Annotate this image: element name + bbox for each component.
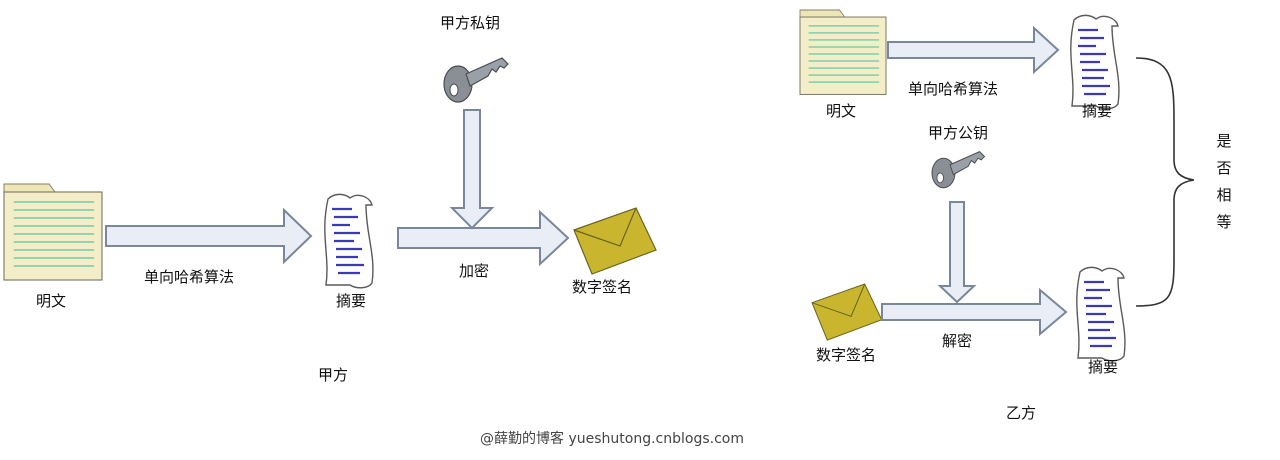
party-b-title: 乙方	[1006, 404, 1037, 422]
hash-op-label-b: 单向哈希算法	[908, 80, 999, 98]
signature-envelope-icon-b	[811, 283, 883, 341]
plaintext-document-icon	[3, 183, 103, 281]
digest-scroll-icon-a	[323, 193, 375, 289]
compare-brace	[1135, 57, 1195, 307]
decrypt-arrow	[881, 287, 1068, 337]
public-key-label: 甲方公钥	[928, 124, 989, 142]
hash-arrow-b	[887, 25, 1060, 75]
hash-op-label-a: 单向哈希算法	[144, 268, 235, 286]
private-key-label: 甲方私钥	[440, 14, 501, 32]
compare-char-1: 是	[1216, 132, 1232, 150]
plaintext-label-a: 明文	[36, 292, 67, 310]
digest-label-b-top: 摘要	[1082, 102, 1113, 120]
party-a-title: 甲方	[318, 366, 349, 384]
private-key-icon	[443, 57, 509, 103]
public-key-icon	[931, 151, 985, 189]
digest-scroll-icon-b-top	[1069, 14, 1121, 110]
signature-label-b: 数字签名	[816, 346, 877, 364]
plaintext-document-icon-b	[799, 9, 887, 96]
digest-scroll-icon-b-bottom	[1075, 266, 1127, 362]
compare-char-2: 否	[1216, 159, 1232, 177]
encrypt-arrow	[397, 209, 570, 267]
compare-char-3: 相	[1216, 186, 1232, 204]
decrypt-label: 解密	[942, 332, 973, 350]
signature-label-a: 数字签名	[572, 278, 633, 296]
plaintext-label-b: 明文	[826, 102, 857, 120]
watermark: @薛勤的博客 yueshutong.cnblogs.com	[480, 431, 744, 447]
digest-label-b-bottom: 摘要	[1088, 358, 1119, 376]
compare-label: 是 否 相 等	[1214, 128, 1234, 236]
compare-char-4: 等	[1216, 213, 1232, 231]
encrypt-label: 加密	[459, 262, 490, 280]
hash-arrow-a	[105, 207, 313, 265]
digest-label-a: 摘要	[336, 292, 367, 310]
key-down-arrow-a	[449, 109, 495, 230]
key-down-arrow-b	[937, 201, 977, 304]
signature-envelope-icon-a	[573, 207, 657, 275]
